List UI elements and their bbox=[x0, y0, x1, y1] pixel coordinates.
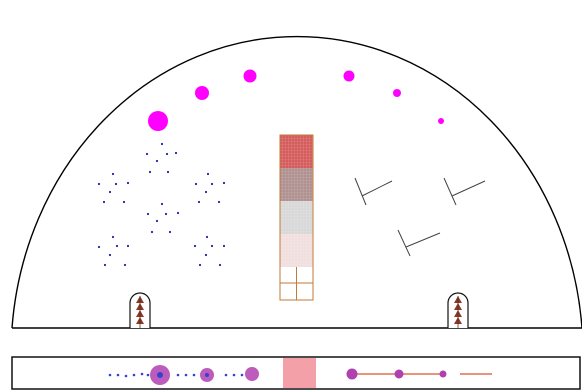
magenta-dot bbox=[438, 118, 444, 124]
magenta-dot bbox=[195, 86, 209, 100]
blue-dot-star bbox=[98, 143, 225, 266]
blob-highlight bbox=[205, 373, 209, 377]
purple-blob bbox=[245, 367, 259, 381]
magenta-dot bbox=[344, 71, 355, 82]
magenta-dot bbox=[393, 89, 401, 97]
magenta-dot-arc bbox=[148, 70, 444, 132]
magenta-dot bbox=[244, 70, 257, 83]
line-node bbox=[347, 369, 358, 380]
right-door bbox=[448, 293, 468, 328]
line-node bbox=[395, 370, 404, 379]
left-door bbox=[130, 293, 150, 328]
line-node bbox=[440, 371, 447, 378]
flag-mark bbox=[355, 178, 392, 205]
blob-highlight bbox=[157, 372, 163, 378]
magenta-dot bbox=[148, 111, 168, 131]
flag-mark bbox=[398, 230, 440, 256]
colour-scale bbox=[280, 135, 313, 300]
flag-marks bbox=[355, 178, 485, 256]
pink-block bbox=[283, 358, 316, 388]
flag-mark bbox=[444, 178, 485, 205]
bottom-bar bbox=[12, 357, 580, 389]
